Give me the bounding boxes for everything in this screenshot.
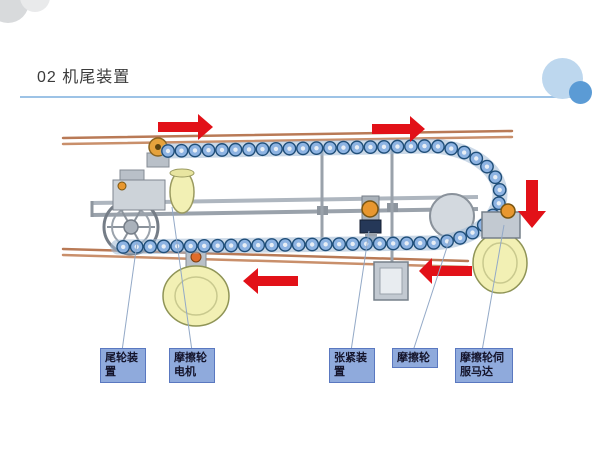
arrow-right-top-mid [372,116,425,142]
arrow-left-bottom-mid [243,268,298,294]
callout-tail-wheel-device: 尾轮装置 [100,348,146,383]
gearbox [112,169,166,211]
arrow-right-top-left [158,114,213,140]
decor-circle-small-icon [569,81,592,104]
direction-arrows [158,114,546,294]
title-rule [20,96,581,98]
right-bracket [481,211,521,239]
callout-lines [121,206,505,352]
bottom-left-wheel [162,249,230,327]
arrow-left-bottom-right [419,258,472,284]
tension-device [359,195,382,241]
page-title: 02 机尾装置 [37,69,131,86]
callout-friction-wheel: 摩擦轮 [392,348,438,369]
arrow-down-right [518,180,546,228]
top-rails [61,129,514,146]
servo-motor [500,203,516,219]
corner-decoration-icon [0,0,50,23]
friction-wheel-motor [169,168,195,214]
callout-friction-wheel-motor: 摩擦轮电机 [169,348,215,383]
hanging-bracket [373,261,409,301]
callout-friction-wheel-servo: 摩擦轮伺服马达 [455,348,513,383]
callout-tension-device: 张紧装置 [329,348,375,383]
right-wheel [472,232,528,294]
